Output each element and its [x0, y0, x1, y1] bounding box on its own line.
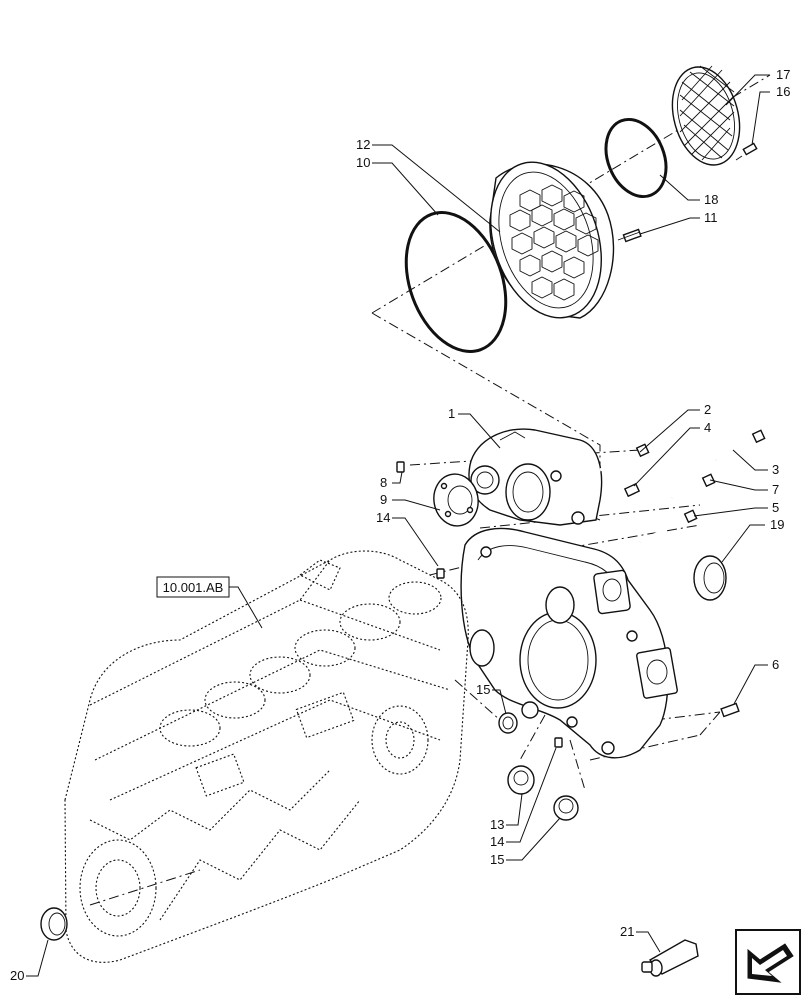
callout-12: 12	[356, 137, 370, 152]
reference-label-box[interactable]: 10.001.AB	[156, 576, 263, 629]
part-14-plug	[436, 568, 445, 579]
callout-2: 2	[704, 402, 711, 417]
part-7-bolt	[671, 473, 716, 500]
callout-14-upper: 14	[376, 510, 390, 525]
callout-13: 13	[490, 817, 504, 832]
part-21-sealant-tube	[641, 939, 699, 977]
part-17-mesh-screen	[671, 65, 741, 166]
part-1-lower-housing	[460, 527, 678, 759]
callout-7: 7	[772, 482, 779, 497]
callout-6: 6	[772, 657, 779, 672]
callout-9: 9	[380, 492, 387, 507]
part-18-o-ring	[604, 117, 668, 199]
callout-17: 17	[776, 67, 790, 82]
part-16-screw	[735, 142, 758, 161]
callout-11: 11	[704, 210, 718, 225]
callout-15-lower: 15	[490, 852, 504, 867]
callout-10: 10	[356, 155, 370, 170]
part-15-plug-upper	[498, 712, 518, 734]
part-5-bolt	[639, 509, 698, 544]
part-6-bolt	[720, 702, 740, 718]
callout-5: 5	[772, 500, 779, 515]
callout-21: 21	[620, 924, 634, 939]
callout-20: 20	[10, 968, 24, 983]
part-1-upper-housing	[468, 428, 603, 526]
part-14-plug-lower	[554, 737, 563, 748]
callout-15-upper: 15	[476, 682, 490, 697]
part-9-bearing-plate	[433, 473, 479, 527]
callouts: 17 16 12 10 18 11 1 2 4 3 8 7 9 5 14 19	[10, 67, 790, 983]
callout-16: 16	[776, 84, 790, 99]
reference-label-text: 10.001.AB	[163, 580, 224, 595]
callout-18: 18	[704, 192, 718, 207]
part-11-screw	[617, 228, 642, 243]
part-19-seal	[693, 555, 727, 601]
callout-1: 1	[448, 406, 455, 421]
part-20-seal	[40, 907, 68, 941]
part-3-bolt	[715, 429, 766, 462]
part-13-cap	[507, 765, 535, 795]
part-2-bolt	[599, 443, 650, 472]
centerlines	[89, 74, 771, 906]
part-8-screw	[396, 461, 405, 473]
part-12-mesh-cover	[489, 161, 615, 319]
callout-14-lower: 14	[490, 834, 504, 849]
navigation-arrow-button[interactable]	[735, 929, 801, 995]
callout-19: 19	[770, 517, 784, 532]
part-15-plug-lower	[553, 795, 579, 821]
engine-block-reference	[64, 550, 469, 963]
part-4-bolt	[623, 482, 641, 498]
callout-4: 4	[704, 420, 711, 435]
callout-8: 8	[380, 475, 387, 490]
arrow-icon	[747, 943, 794, 983]
callout-3: 3	[772, 462, 779, 477]
